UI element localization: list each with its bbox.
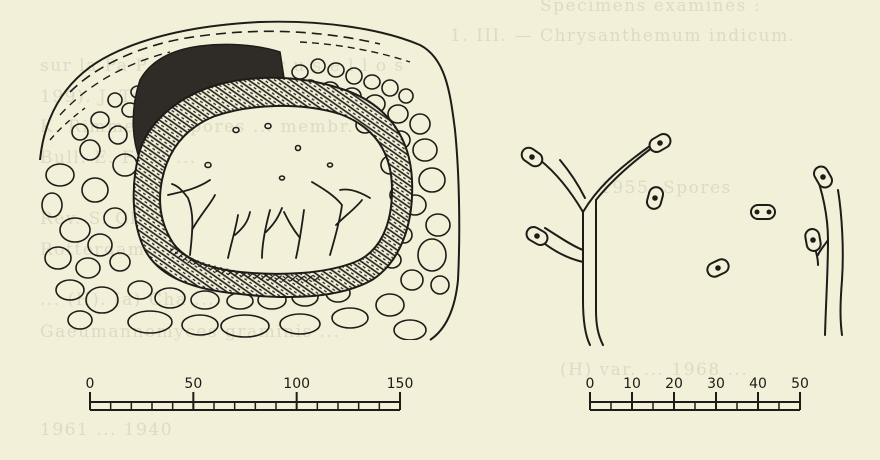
scale-tick-label: 100: [283, 376, 310, 392]
cavity-hyphae: [168, 180, 370, 258]
stroma-ring: [134, 78, 413, 297]
branched-hypha: [540, 142, 660, 212]
scale-tick-label: 50: [184, 376, 202, 392]
scale-tick-label: 50: [791, 376, 809, 392]
spore-nuclei: [529, 140, 826, 271]
cross-section-drawing: [40, 22, 459, 340]
scale-bar-left: 0 50 100 150: [86, 376, 414, 410]
scale-bar-right: 0 10 20 30 40 50: [586, 376, 809, 410]
scale-tick-label: 20: [665, 376, 683, 392]
cavity-spores: [205, 124, 333, 181]
scale-tick-label: 40: [749, 376, 767, 392]
scale-tick-label: 30: [707, 376, 725, 392]
hyphae-drawing: [540, 142, 843, 345]
scale-tick-label: 150: [387, 376, 414, 392]
scale-tick-label: 0: [86, 376, 95, 392]
scale-tick-label: 10: [623, 376, 641, 392]
scale-tick-label: 0: [586, 376, 595, 392]
